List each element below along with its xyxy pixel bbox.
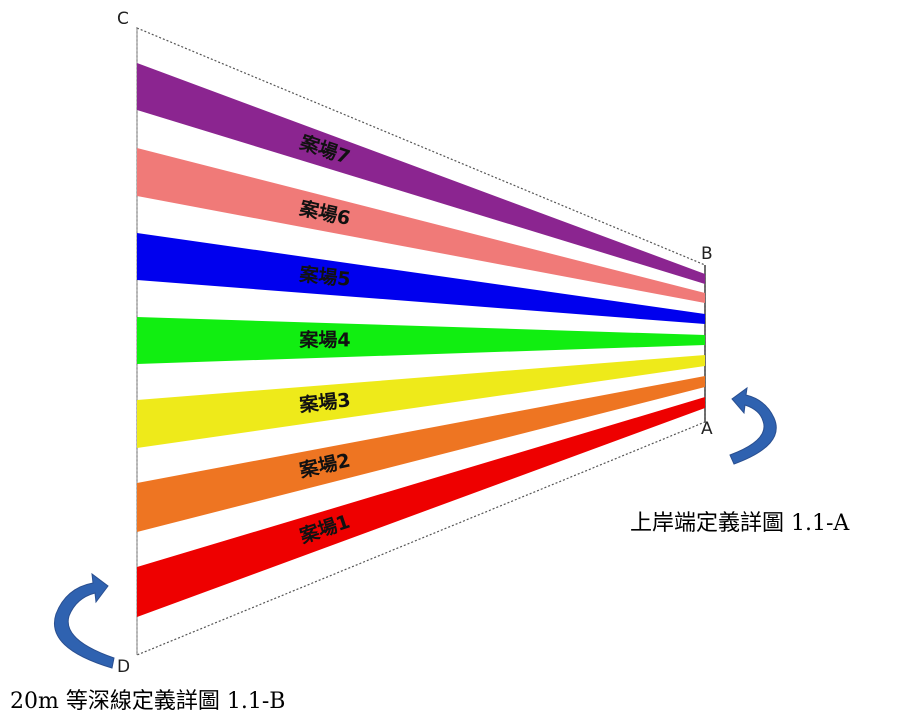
- case-band-4: [137, 317, 705, 364]
- case-band-6: [137, 148, 705, 303]
- curved-arrow-shore-icon: [729, 386, 777, 465]
- curved-arrow-depth-icon: [54, 572, 115, 669]
- case-band-5: [137, 233, 705, 324]
- case-bands: [137, 63, 705, 617]
- case-band-3: [137, 355, 705, 448]
- case-label-4: 案場4: [298, 328, 350, 351]
- case-band-2: [137, 376, 705, 532]
- case-label-5: 案場5: [297, 262, 351, 291]
- shore-end-detail-note: 上岸端定義詳圖 1.1-A: [630, 511, 850, 536]
- case-band-7: [137, 63, 705, 284]
- corner-label-d: D: [117, 657, 130, 677]
- corner-label-b: B: [701, 244, 713, 264]
- corner-label-a: A: [701, 419, 713, 439]
- depth-line-detail-note: 20m 等深線定義詳圖 1.1-B: [10, 689, 286, 714]
- corner-label-c: C: [117, 9, 129, 29]
- case-band-1: [137, 397, 705, 617]
